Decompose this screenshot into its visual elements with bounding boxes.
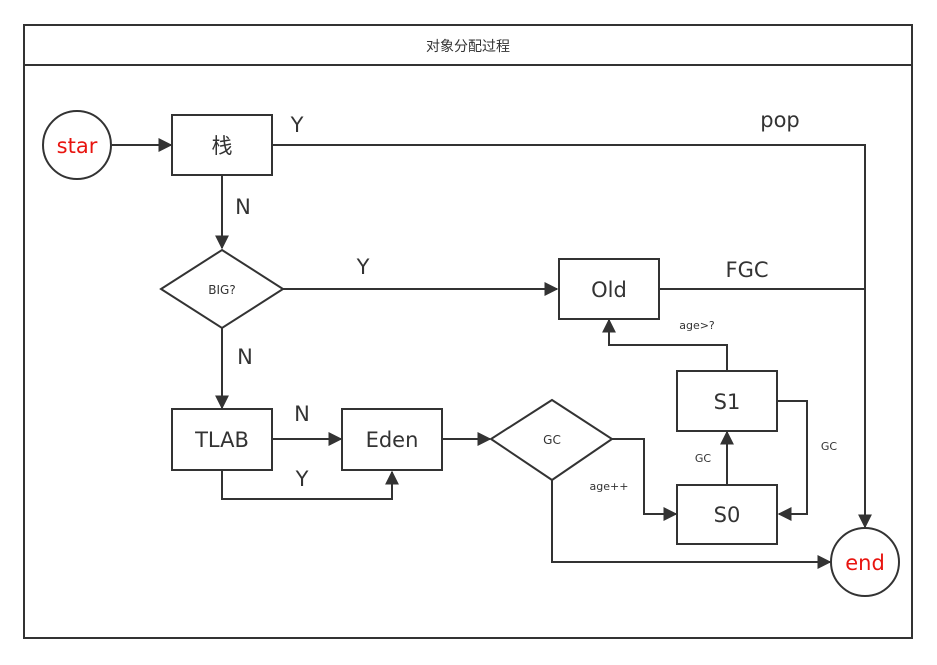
s0-label: S0 xyxy=(714,503,741,527)
edge-gc-to-s0 xyxy=(612,438,678,521)
age-threshold-label: age>? xyxy=(679,319,715,332)
tlab-label: TLAB xyxy=(194,428,249,452)
s0-node xyxy=(676,484,778,545)
age-inc-label: age++ xyxy=(590,480,629,493)
start-label: star xyxy=(57,134,98,158)
s0-to-s1-gc-label: GC xyxy=(695,452,712,465)
fgc-label: FGC xyxy=(725,258,768,282)
edge-tlab-to-eden-yes xyxy=(221,470,399,500)
eden-label: Eden xyxy=(366,428,419,452)
edge-gc-to-end xyxy=(551,480,832,569)
diagram-title: 对象分配过程 xyxy=(426,39,510,55)
stack-yes-label: Y xyxy=(290,113,304,137)
eden-node xyxy=(341,408,443,471)
end-node xyxy=(830,527,900,597)
s1-node xyxy=(676,370,778,432)
tlab-node xyxy=(171,408,273,471)
gc-decision-node xyxy=(489,398,614,482)
stack-node xyxy=(171,114,273,176)
pop-label: pop xyxy=(760,108,800,132)
edge-s1-to-s0 xyxy=(777,400,808,521)
stack-label: 栈 xyxy=(212,134,233,158)
s1-to-s0-gc-label: GC xyxy=(821,440,838,453)
big-no-label: N xyxy=(237,345,253,369)
stack-no-label: N xyxy=(235,195,251,219)
tlab-yes-label: Y xyxy=(295,467,309,491)
big-decision-node xyxy=(159,248,285,330)
gc-label: GC xyxy=(543,433,561,447)
edge-stack-to-end-pop xyxy=(272,144,872,529)
end-label: end xyxy=(845,551,885,575)
s1-label: S1 xyxy=(714,390,741,414)
tlab-no-label: N xyxy=(294,402,310,426)
big-yes-label: Y xyxy=(356,255,370,279)
old-node xyxy=(558,258,660,320)
big-label: BIG? xyxy=(208,283,235,297)
edge-s1-to-old xyxy=(602,318,728,370)
old-label: Old xyxy=(591,278,627,302)
start-node xyxy=(42,110,112,180)
